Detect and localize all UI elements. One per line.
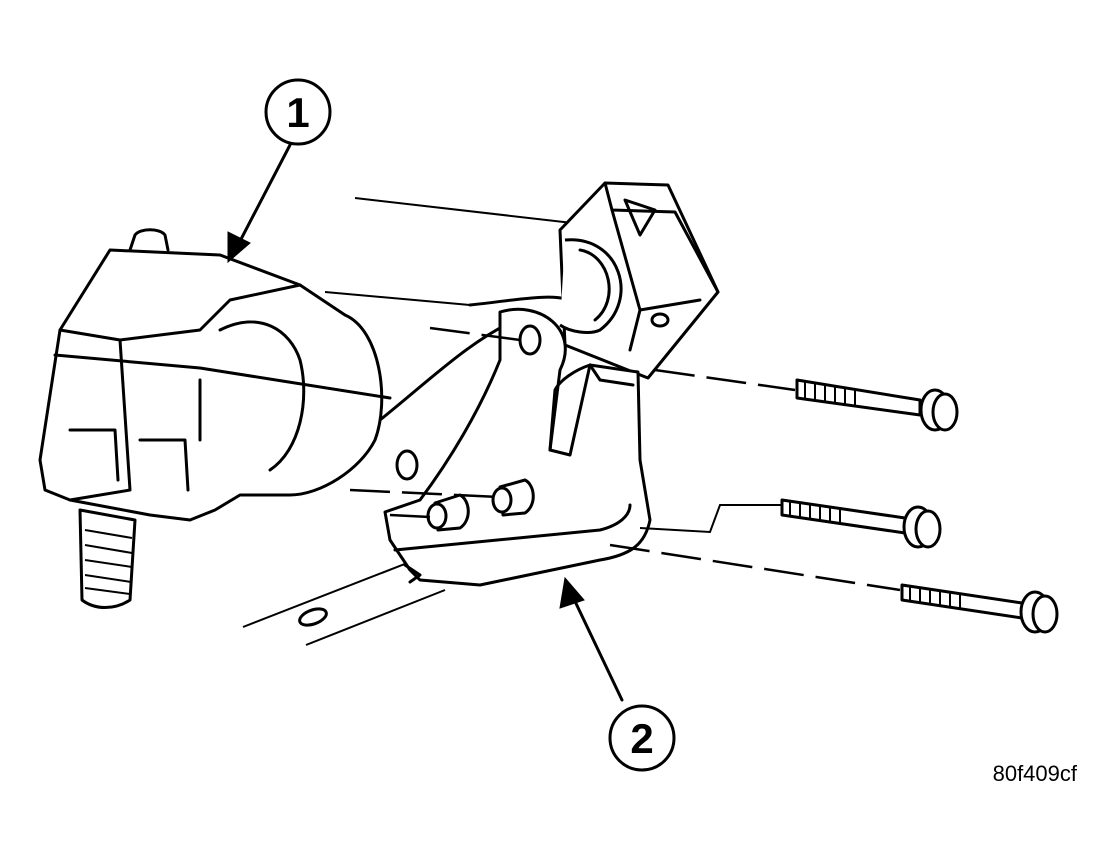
bolt-upper (795, 378, 959, 432)
mounting-bracket (383, 307, 652, 587)
bolt-alignment-lines (349, 326, 901, 592)
callout-2-label: 2 (630, 715, 653, 762)
bolt-middle (780, 498, 942, 549)
callout-1: 1 (264, 78, 332, 146)
bolt-lower (900, 583, 1059, 634)
callout-2: 2 (608, 704, 676, 772)
figure-reference-code: 80f409cf (993, 761, 1078, 786)
crossmember-bracket (558, 181, 720, 380)
callout-1-label: 1 (286, 89, 309, 136)
steering-gear (38, 228, 392, 609)
leader-arrows (227, 143, 624, 702)
